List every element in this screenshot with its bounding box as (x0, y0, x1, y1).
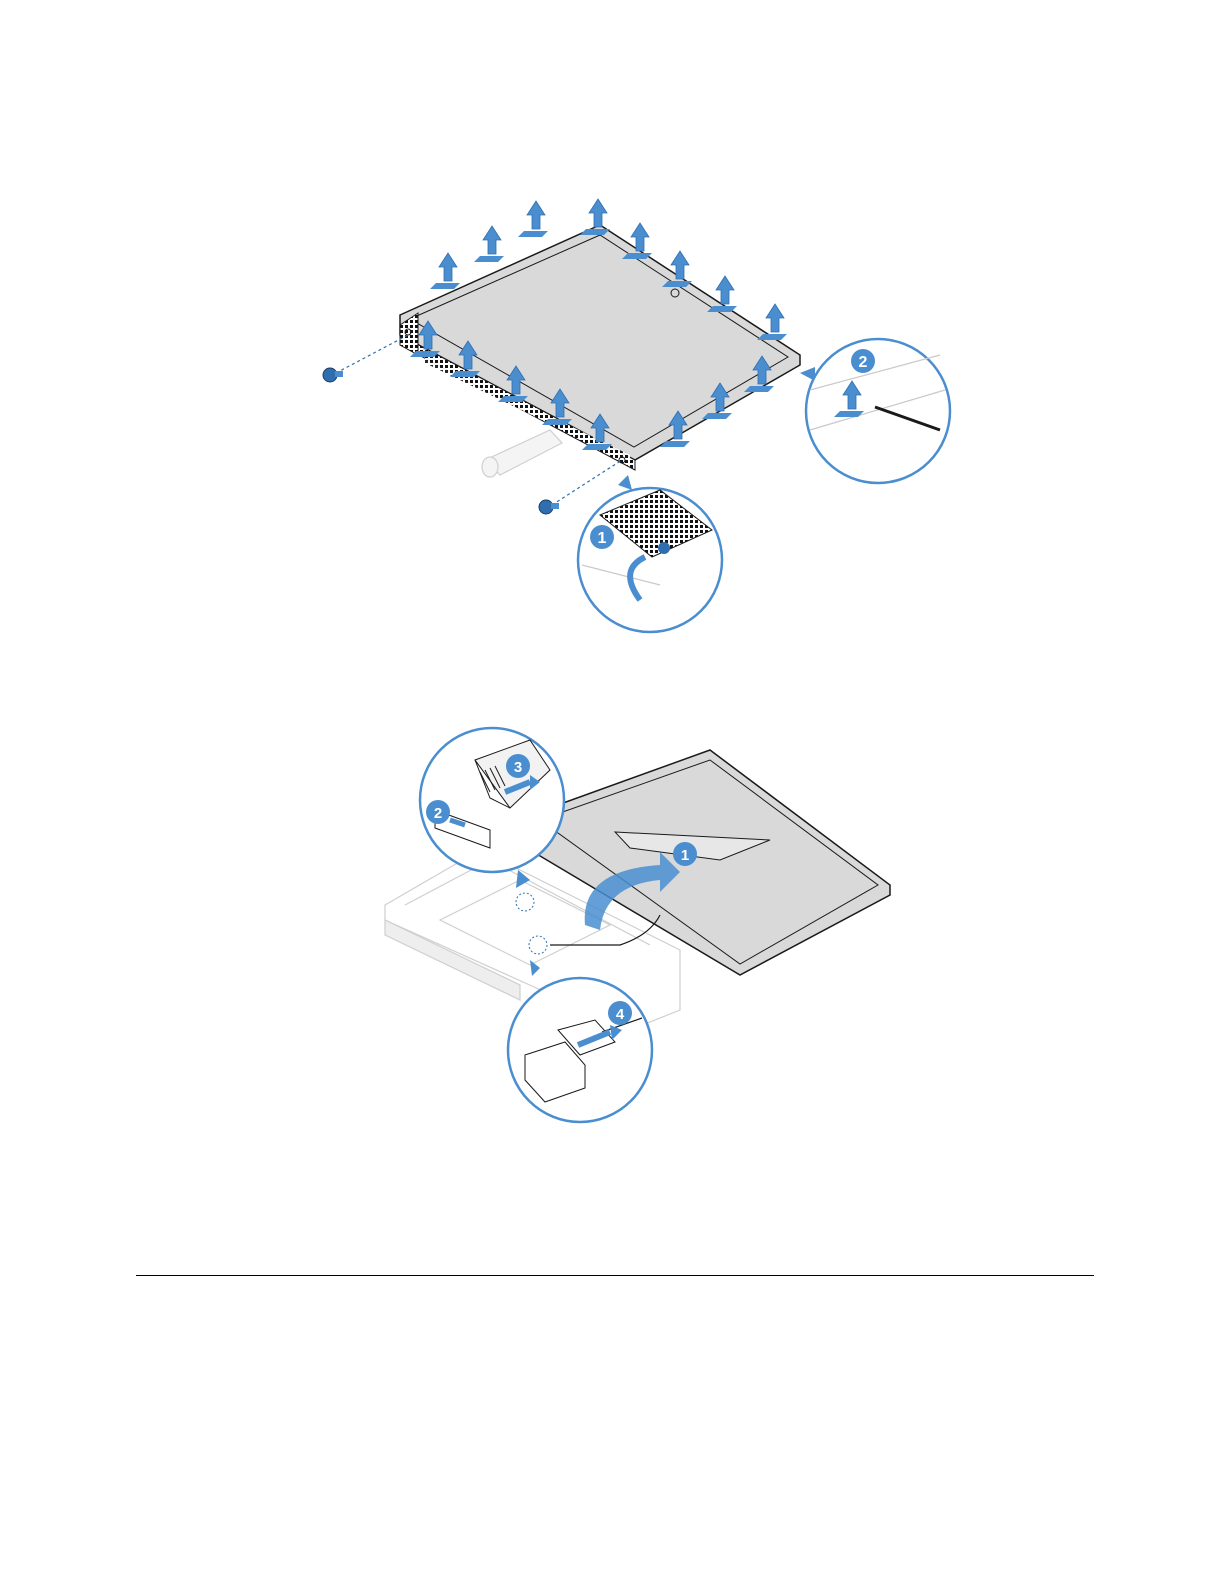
display-panel (530, 750, 890, 975)
footer-divider (136, 1275, 1094, 1276)
screw-icon (323, 335, 408, 382)
step-number-1: 1 (598, 530, 607, 547)
screw-icon (658, 542, 670, 554)
bezel-removal-illustration: 2 1 (300, 185, 960, 635)
step-number-3: 3 (514, 759, 522, 776)
stand-outline (482, 430, 562, 477)
step-number-4: 4 (616, 1006, 625, 1023)
cable-icon (550, 915, 660, 945)
magnifier-callout-2: 2 (800, 339, 950, 483)
step-number-1: 1 (681, 847, 689, 864)
step-number-2: 2 (434, 805, 442, 822)
magnifier-callout-1: 1 (578, 475, 722, 632)
step-number-2: 2 (859, 354, 868, 371)
panel-disconnect-illustration: 1 2 3 (380, 720, 900, 1130)
magnifier-callout-2-3: 2 3 (420, 728, 564, 888)
